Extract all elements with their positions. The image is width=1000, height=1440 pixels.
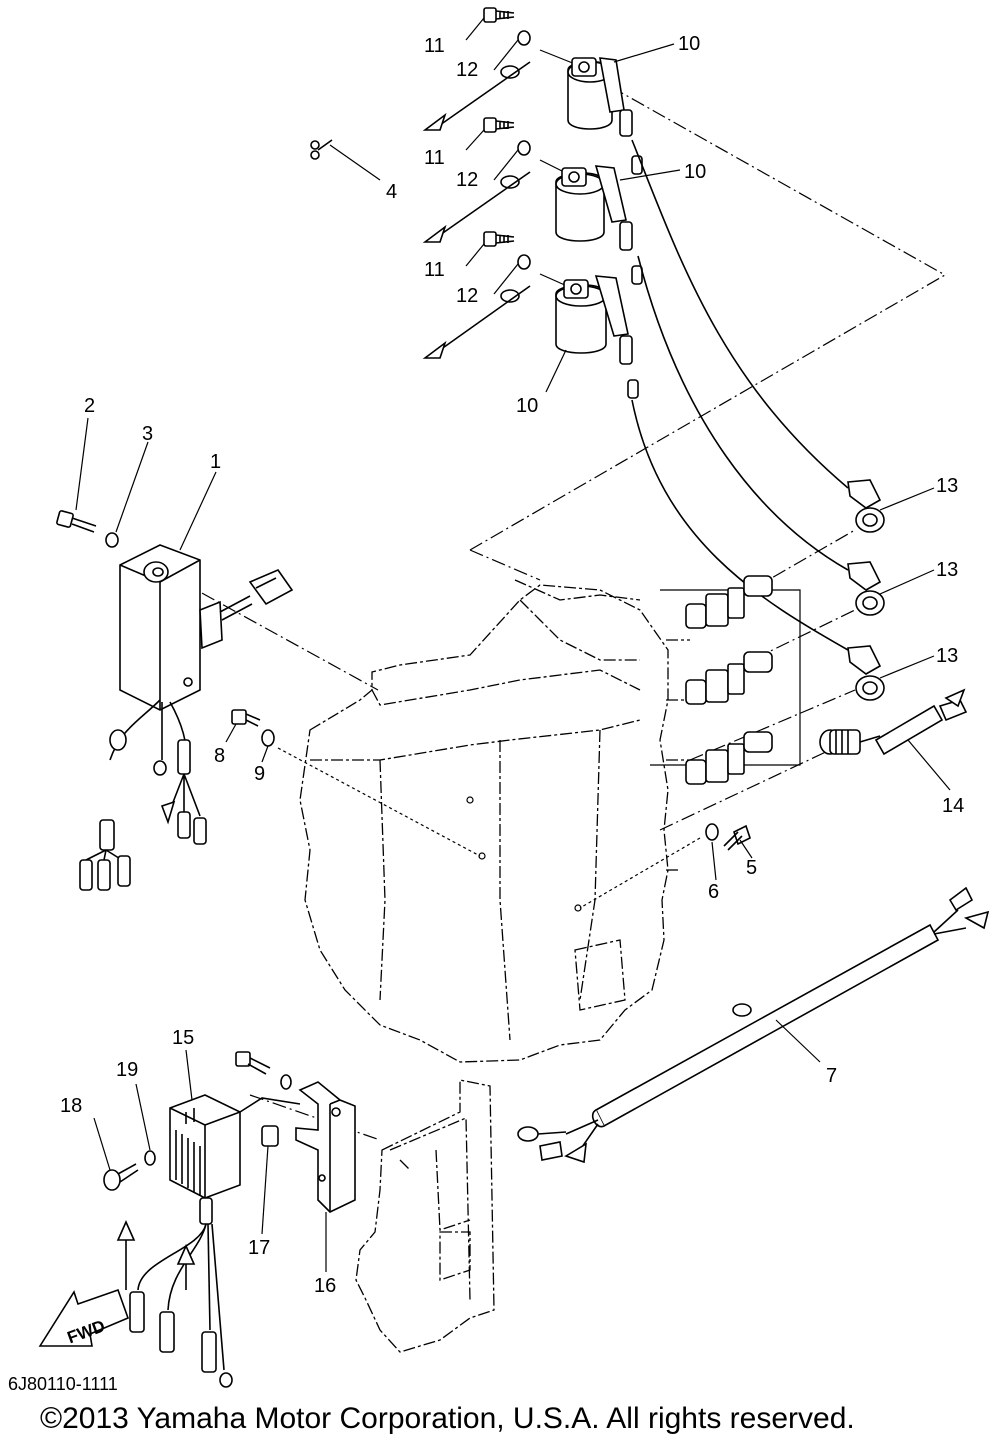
washer-3 bbox=[105, 532, 119, 548]
bolt-8 bbox=[231, 709, 261, 727]
bolt-5 bbox=[723, 824, 751, 851]
spark-plug bbox=[685, 651, 773, 705]
callout-13-b: 13 bbox=[936, 559, 958, 581]
callout-14: 14 bbox=[942, 795, 964, 817]
bolt-11 bbox=[483, 231, 515, 247]
mounting-plate-outline bbox=[355, 1079, 495, 1353]
bolt-18 bbox=[103, 1163, 139, 1191]
callout-12-c: 12 bbox=[456, 285, 478, 307]
callout-17: 17 bbox=[248, 1237, 270, 1259]
washer-6 bbox=[705, 823, 719, 841]
copyright-notice: ©2013 Yamaha Motor Corporation, U.S.A. A… bbox=[40, 1402, 855, 1435]
spark-plug bbox=[685, 575, 773, 629]
callout-4: 4 bbox=[386, 181, 397, 203]
callout-13-c: 13 bbox=[936, 645, 958, 667]
callout-1: 1 bbox=[210, 451, 221, 473]
callout-11-b: 11 bbox=[424, 147, 445, 169]
callout-8: 8 bbox=[214, 745, 225, 767]
callout-12-b: 12 bbox=[456, 169, 478, 191]
ignition-coil-assembly-1 bbox=[422, 7, 633, 137]
leader-lines bbox=[75, 17, 951, 1272]
callout-11-a: 11 bbox=[424, 35, 445, 57]
plug-cap-13 bbox=[847, 479, 885, 533]
washer-19 bbox=[144, 1150, 156, 1166]
callout-10-b: 10 bbox=[684, 161, 706, 183]
callout-19: 19 bbox=[116, 1059, 138, 1081]
spark-plug-leads bbox=[627, 139, 849, 651]
callout-5: 5 bbox=[746, 857, 757, 879]
ignition-coil-10 bbox=[555, 265, 643, 365]
bolt-2 bbox=[56, 510, 97, 533]
fwd-arrow-icon: FWD bbox=[38, 1288, 130, 1347]
callout-18: 18 bbox=[60, 1095, 82, 1117]
washer-12b bbox=[500, 65, 520, 79]
wire-lead-7 bbox=[517, 886, 990, 1164]
clip-4 bbox=[310, 139, 333, 160]
cdi-harness bbox=[79, 699, 207, 891]
regulator-harness bbox=[116, 1197, 233, 1388]
callout-7: 7 bbox=[826, 1065, 837, 1087]
cdi-unit-1 bbox=[119, 544, 294, 711]
rectifier-regulator-15 bbox=[169, 1094, 301, 1199]
callout-10-a: 10 bbox=[678, 33, 700, 55]
callout-12-a: 12 bbox=[456, 59, 478, 81]
diagram-ref-code: 6J80110-1111 bbox=[8, 1374, 118, 1394]
ignition-coil-assembly-3 bbox=[422, 231, 643, 365]
ignition-coil-10 bbox=[567, 57, 633, 137]
spark-plug bbox=[685, 731, 773, 785]
plug-cap-13 bbox=[847, 561, 885, 616]
bolt-11 bbox=[483, 117, 515, 133]
callout-11-c: 11 bbox=[424, 259, 445, 281]
bracket-16 bbox=[295, 1081, 356, 1213]
callout-10-c: 10 bbox=[516, 395, 538, 417]
washer-12 bbox=[517, 30, 531, 46]
washer-9 bbox=[261, 729, 275, 747]
assembly-lines bbox=[159, 74, 946, 1141]
callout-13-a: 13 bbox=[936, 475, 958, 497]
engine-block-outline bbox=[299, 579, 690, 1063]
connector-17 bbox=[261, 1125, 279, 1147]
callout-15: 15 bbox=[172, 1027, 194, 1049]
callout-6: 6 bbox=[708, 881, 719, 903]
plug-cap-13 bbox=[847, 645, 885, 701]
bolt-bracket bbox=[235, 1051, 292, 1090]
bolt-11 bbox=[483, 7, 515, 23]
ignition-coil-10 bbox=[555, 155, 643, 251]
callout-9: 9 bbox=[254, 763, 265, 785]
callout-2: 2 bbox=[84, 395, 95, 417]
thermo-sensor-14 bbox=[819, 688, 968, 756]
callout-16: 16 bbox=[314, 1275, 336, 1297]
callout-3: 3 bbox=[142, 423, 153, 445]
callout-numbers: 1 2 3 4 5 6 7 8 9 10 10 10 11 11 11 12 1… bbox=[60, 33, 964, 1297]
